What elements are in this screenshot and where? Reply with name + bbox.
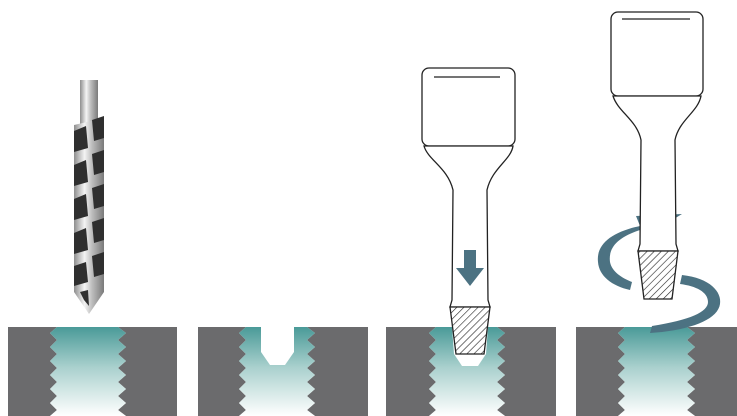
panel-drilled-hole-step — [198, 327, 368, 416]
panel-turn-extractor-step — [576, 11, 737, 416]
drill-shank — [80, 80, 98, 130]
screw-extractor — [421, 67, 516, 355]
extractor-tip — [637, 250, 679, 300]
workpiece-block — [386, 327, 556, 416]
rotation-arrow-back — [597, 214, 682, 290]
workpiece-block — [8, 327, 177, 416]
workpiece-block — [576, 327, 737, 416]
threaded-hole — [50, 327, 126, 416]
extractor-tip — [449, 306, 491, 355]
pilot-hole — [261, 327, 294, 365]
threaded-hole — [618, 327, 695, 416]
extractor-shaft — [612, 95, 702, 252]
threaded-hole — [239, 327, 315, 416]
panel-drill-step — [8, 80, 177, 416]
panel-insert-extractor-step — [386, 67, 556, 416]
screw-extractor — [610, 11, 704, 300]
drill-bit — [74, 80, 104, 314]
drill-flute-stripes — [74, 116, 104, 306]
rotation-arrow-front — [650, 275, 721, 333]
workpiece-block — [198, 327, 368, 416]
extractor-handle — [421, 67, 516, 147]
push-down-arrow — [456, 250, 484, 286]
extractor-handle — [610, 11, 704, 97]
